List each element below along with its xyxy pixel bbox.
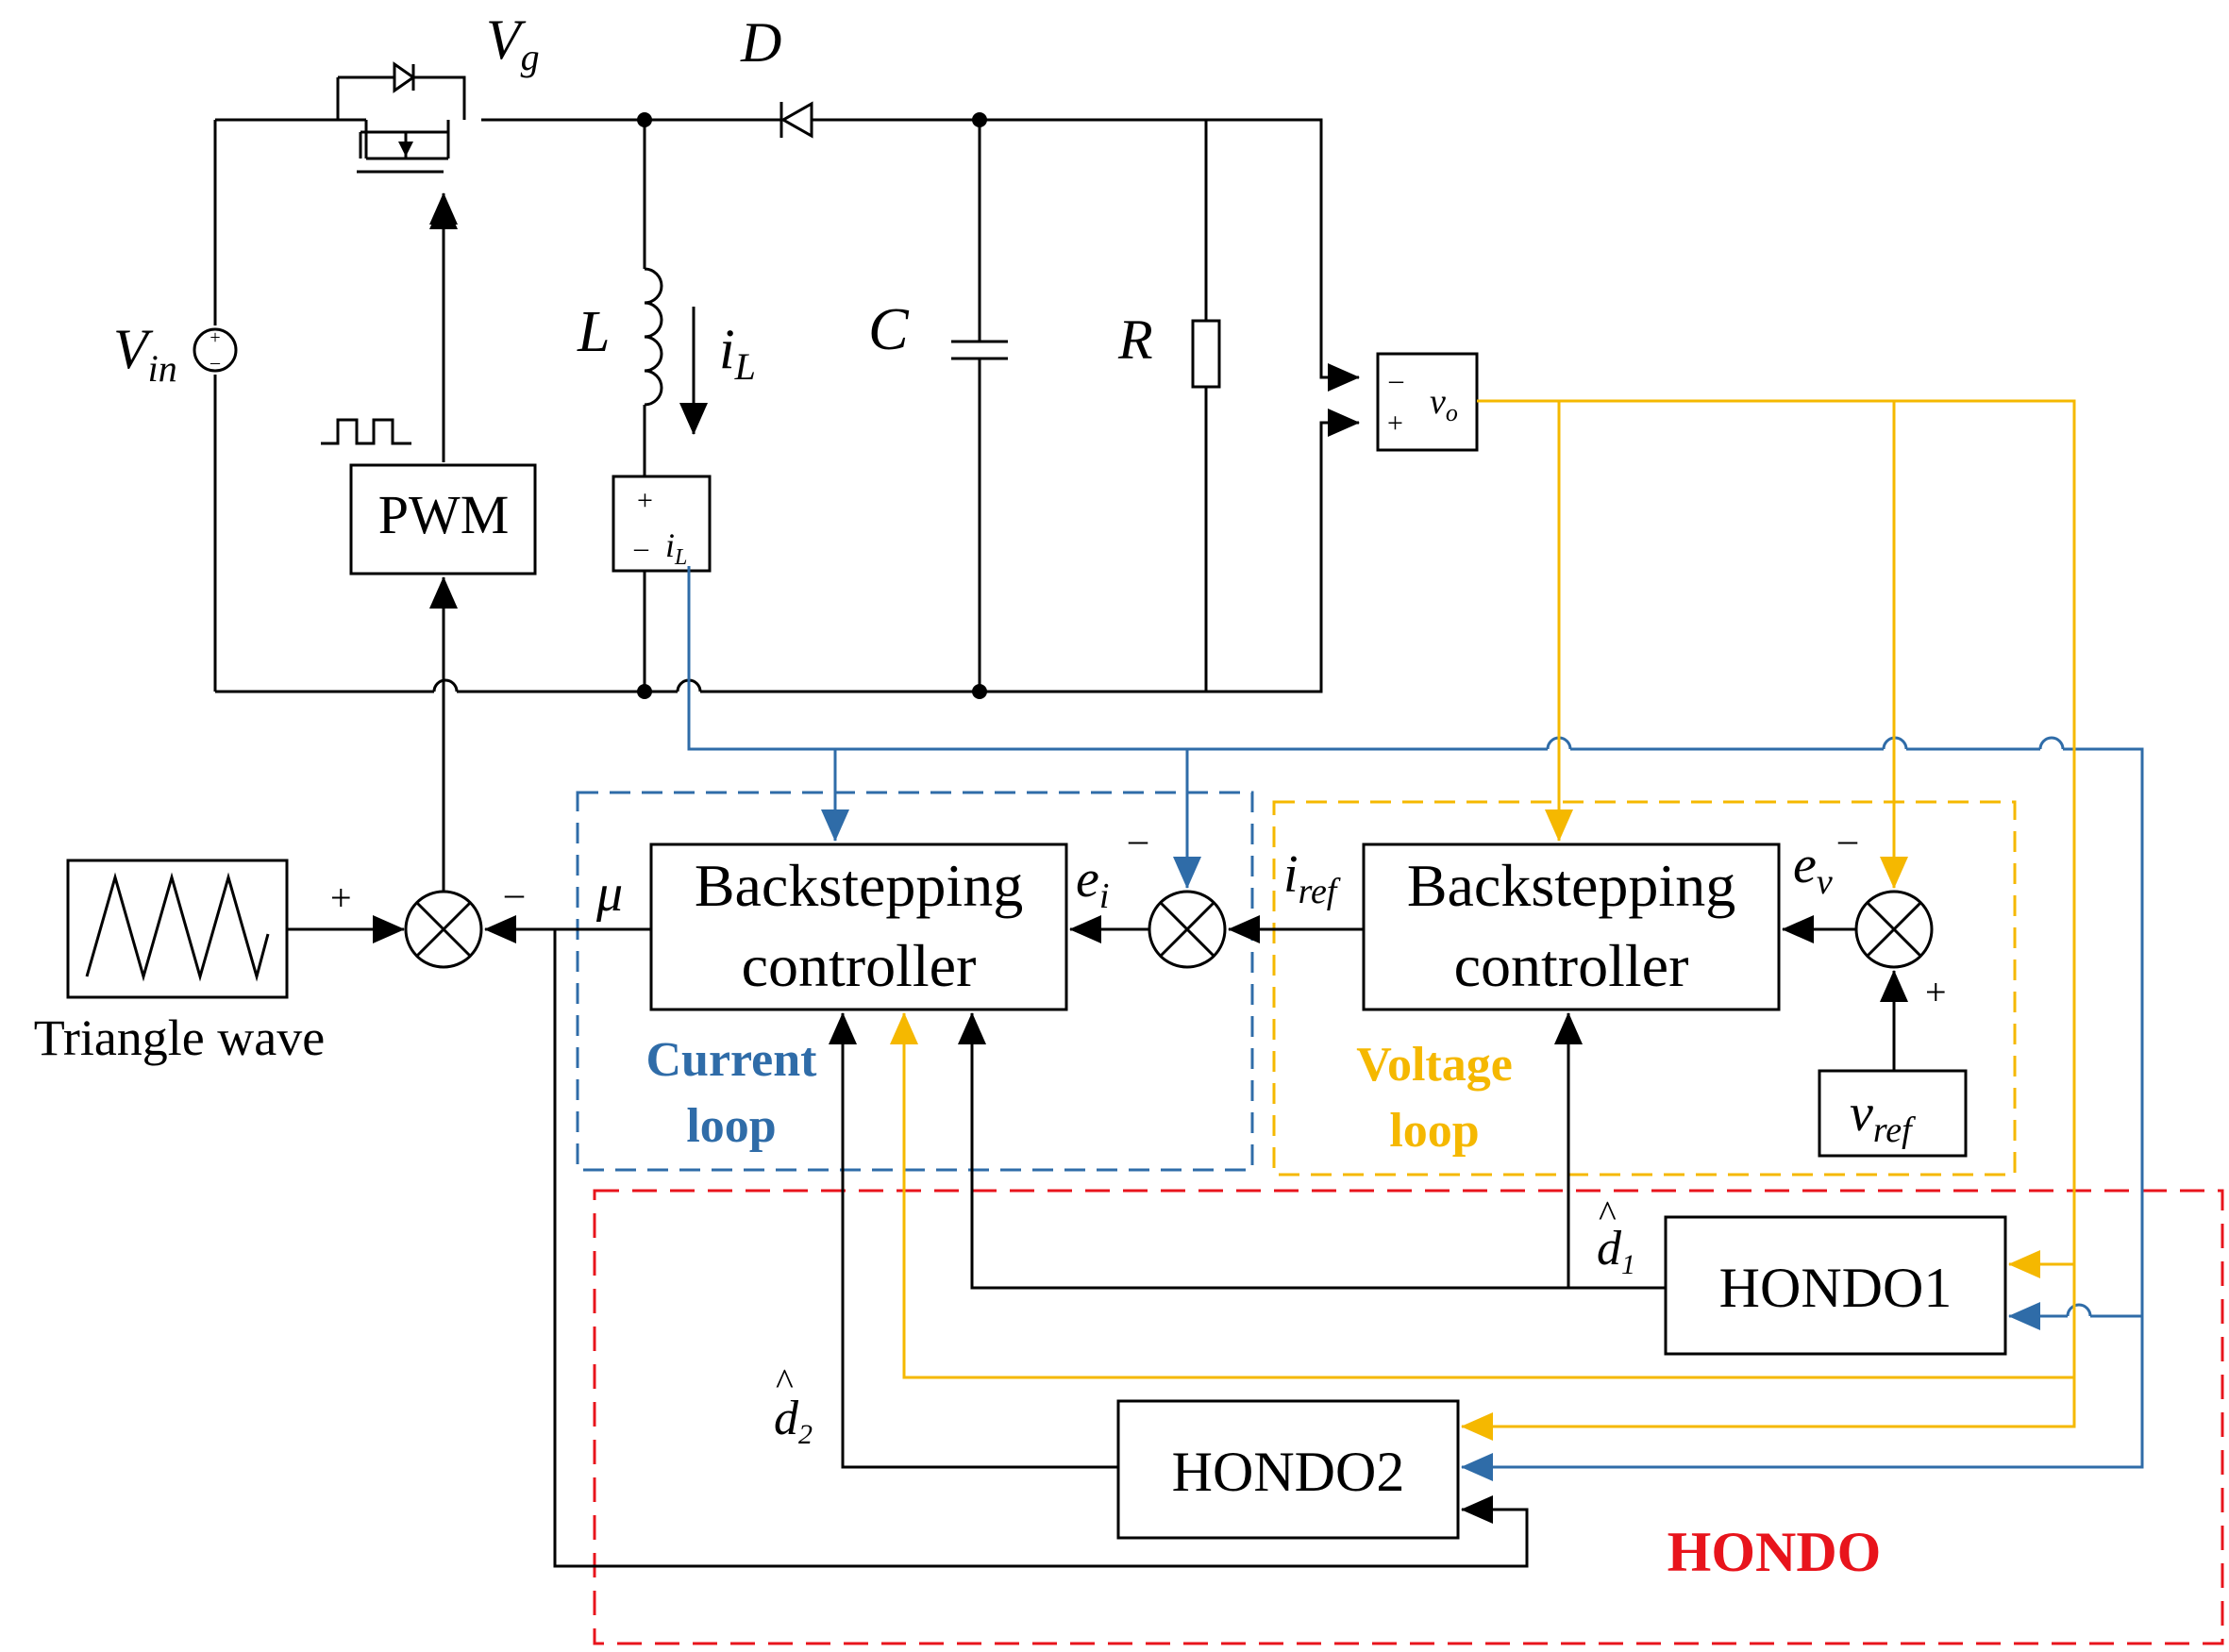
d2-hat: ^ [776,1360,794,1403]
ei-label: ei [1076,850,1109,916]
il-sensor-plus: + [637,485,653,516]
bs2-label-line1: Backstepping [1407,852,1735,919]
svg-text:–: – [209,352,221,373]
capacitor [951,120,1008,692]
junction-dot [972,112,987,127]
mu-to-hondo2-wire [553,929,1529,1568]
vref-label: vref [1850,1084,1916,1150]
il-sensor-block [612,475,712,573]
voltage-loop-group [1272,800,2017,1176]
bs1-label-line1: Backstepping [695,852,1023,919]
diode-label: D [740,11,781,74]
inductor-label: L [577,300,610,364]
d1-hat: ^ [1599,1193,1617,1235]
ev-label: ev [1793,836,1833,902]
sum3-plus-sign: + [1925,971,1947,1013]
vg-label: Vg [486,8,540,78]
iref-label: iref [1283,845,1341,911]
current-loop-group [576,791,1254,1172]
voltage-loop-label: Voltage [1356,1038,1513,1092]
d1-label: d1 [1597,1222,1635,1280]
hondo2-block [1116,1399,1460,1540]
voltage-backstepping-controller [1362,843,1781,1011]
vin-source: + – [193,327,238,373]
bottom-rail-c [700,409,1360,693]
triangle-wave-icon [85,872,270,982]
sum2-minus-sign: – [1128,818,1148,860]
pwm-block [349,463,537,576]
current-loop-label: Current [645,1033,817,1087]
d2-to-bs1-wire [829,1012,1118,1469]
current-feedback-wires [687,566,2144,1481]
bs1-label-line2: controller [742,932,977,999]
current-backstepping-controller [649,843,1068,1011]
vref-block [1818,1069,1968,1158]
il-sensor-label: iL [665,526,687,570]
vo-sensor-minus: – [1388,364,1404,395]
vo-sensor-block [1376,352,1479,452]
hondo-group-label: HONDO [1668,1521,1882,1583]
inductor [643,120,663,476]
pwm-label: PWM [378,484,510,545]
vo-label: vo [1430,382,1458,426]
power-circuit: + – Vin Vg PWM L iL [113,8,1479,699]
triangle-wave-block [66,859,289,999]
vin-label: Vin [113,318,177,390]
hondo2-label: HONDO2 [1172,1441,1405,1503]
voltage-feedback-wires [890,399,2076,1441]
hondo-group [593,1189,2224,1645]
resistor [1191,120,1221,692]
summing-junction-voltage [1854,890,1934,969]
bs2-label-line2: controller [1454,932,1689,999]
triangle-wave-label: Triangle wave [34,1010,325,1066]
resistor-label: R [1117,309,1153,371]
sum3-minus-sign: – [1837,818,1858,860]
d1-to-bs1-wire [958,1012,1666,1290]
summing-junction-current [1148,890,1227,969]
junction-dot [637,684,652,699]
hondo1-label: HONDO1 [1719,1257,1952,1319]
vo-sensor-plus: + [1387,408,1403,439]
sum1-minus-sign: – [504,872,525,914]
svg-text:+: + [209,327,220,348]
hondo1-block [1664,1215,2007,1356]
mosfet-switch [336,61,466,225]
il-sensor-minus: – [633,532,649,563]
junction-dot [637,112,652,127]
top-rail-right [821,118,1360,392]
diode [779,101,821,139]
capacitor-label: C [868,295,910,362]
current-loop-label-2: loop [686,1099,776,1153]
summing-junction-pwm [404,890,483,969]
pwm-pulse-icon [321,418,411,445]
sum1-plus-sign: + [330,876,352,919]
rail-crossover-pwm [432,678,459,693]
voltage-loop-label-2: loop [1389,1104,1479,1158]
d2-label: d2 [774,1392,813,1450]
il-label: iL [719,318,756,388]
mu-label: μ [595,864,623,923]
junction-dot [972,684,987,699]
